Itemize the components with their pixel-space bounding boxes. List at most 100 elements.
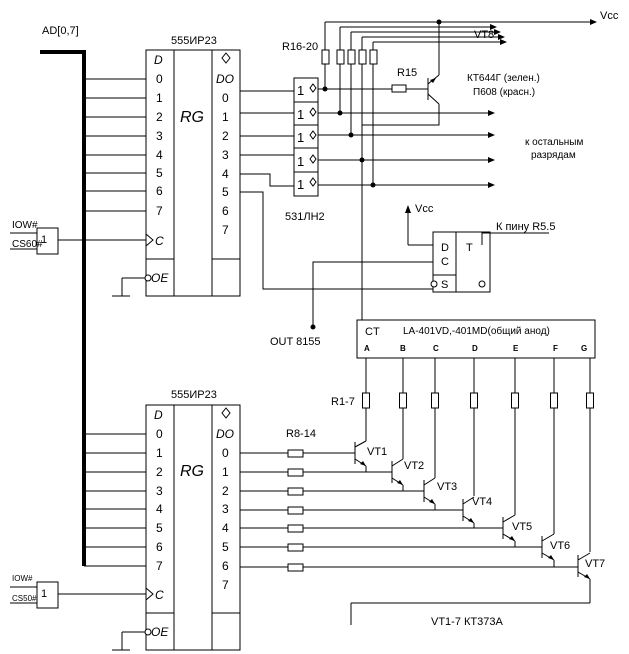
to-other-line1: к остальным	[525, 137, 583, 148]
bus-taps-top	[84, 78, 146, 212]
r1-7-resistors	[362, 392, 594, 409]
vcc-top-label: Vcc	[600, 10, 619, 22]
vt8-arrow-icon	[430, 78, 436, 83]
open-collector-icons	[309, 83, 317, 187]
top-register-title: 555ИР23	[171, 35, 217, 47]
top-register	[145, 49, 241, 297]
bottom-oe-label: OE	[151, 625, 169, 639]
svg-text:5: 5	[222, 185, 229, 199]
display-segments: A B C D E F G	[364, 344, 587, 353]
svg-text:1: 1	[222, 110, 229, 124]
svg-text:1: 1	[222, 465, 229, 479]
segment-wires	[365, 358, 591, 552]
svg-text:2: 2	[222, 484, 229, 498]
r8-14-label: R8-14	[286, 428, 316, 440]
vt8-transistor	[361, 22, 440, 320]
gate-bottom	[10, 581, 146, 609]
bus-taps-bottom	[84, 433, 146, 567]
transistor-type-label: VT1-7 КТ373А	[431, 616, 503, 628]
buffer-label: 531ЛН2	[285, 211, 325, 223]
r15-resistor	[391, 84, 407, 93]
top-rg-label: RG	[180, 109, 204, 126]
svg-text:1: 1	[297, 154, 304, 169]
svg-text:E: E	[513, 344, 519, 353]
gate-bottom-in2: CS50#	[12, 594, 37, 603]
svg-text:VT3: VT3	[437, 481, 457, 493]
svg-text:6: 6	[222, 204, 229, 218]
bottom-do-header: DO	[216, 427, 234, 441]
svg-text:3: 3	[156, 484, 163, 498]
bottom-register-inputs: 0 1 2 3 4 5 6 7	[156, 427, 163, 573]
display-ct: CT	[365, 326, 380, 338]
trigger-t: T	[466, 242, 473, 254]
clock-triangle-icon-bottom	[145, 587, 154, 601]
top-oe-label: OE	[151, 271, 169, 285]
svg-text:3: 3	[222, 148, 229, 162]
svg-text:1: 1	[297, 177, 304, 192]
top-do-header: DO	[216, 72, 234, 86]
vcc-trigger-label: Vcc	[415, 203, 434, 215]
svg-text:2: 2	[156, 110, 163, 124]
svg-text:5: 5	[156, 166, 163, 180]
svg-text:4: 4	[222, 167, 229, 181]
svg-text:3: 3	[156, 129, 163, 143]
diamond-icon	[221, 52, 231, 64]
r1-7-label: R1-7	[331, 396, 355, 408]
pin-label: К пину R5.5	[496, 221, 555, 233]
emitter-arrows	[360, 461, 590, 579]
bottom-register-to-resistors	[240, 452, 288, 568]
clock-triangle-icon	[145, 233, 154, 247]
r8-14-resistors	[287, 449, 304, 572]
vt8-name: VT8	[474, 29, 494, 41]
svg-text:1: 1	[156, 91, 163, 105]
vt3-transistor	[423, 477, 436, 505]
svg-text:7: 7	[222, 223, 229, 237]
gate-top-in1: IOW#	[12, 220, 38, 231]
to-other-line2: разрядам	[531, 150, 576, 161]
display-title: LA-401VD,-401MD(общий анод)	[403, 325, 550, 337]
svg-text:6: 6	[222, 559, 229, 573]
top-register-outputs: 0 1 2 3 4 5 6 7	[222, 91, 229, 237]
svg-text:2: 2	[222, 129, 229, 143]
svg-text:A: A	[364, 344, 370, 353]
trigger-out-inversion-icon	[478, 280, 486, 288]
resistor-to-base-wires	[303, 452, 578, 568]
top-d-header: D	[154, 53, 163, 67]
gate-bottom-in1: IOW#	[12, 574, 33, 583]
svg-text:7: 7	[156, 559, 163, 573]
out8155-wire	[312, 261, 433, 327]
svg-text:1: 1	[297, 130, 304, 145]
svg-text:0: 0	[156, 72, 163, 86]
svg-text:VT6: VT6	[550, 540, 570, 552]
out8155-junction	[310, 324, 316, 330]
bus-line	[40, 50, 86, 566]
buffer-cells: 1 1 1 1 1	[297, 83, 304, 192]
svg-text:3: 3	[222, 502, 229, 516]
vcc-rail	[324, 19, 597, 50]
bottom-rg-label: RG	[180, 463, 204, 480]
bottom-register-title: 555ИР23	[171, 389, 217, 401]
top-register-to-buffer	[240, 90, 433, 290]
top-c-label: C	[155, 234, 164, 248]
buffer-531ln2	[293, 77, 319, 197]
ground-symbol-top	[112, 277, 145, 297]
r16-20-resistors	[321, 49, 378, 65]
trigger-s: S	[441, 279, 448, 291]
svg-text:6: 6	[156, 540, 163, 554]
diamond-icon-bottom	[221, 407, 231, 419]
svg-text:G: G	[581, 344, 587, 353]
svg-text:7: 7	[156, 204, 163, 218]
svg-text:F: F	[553, 344, 558, 353]
vt1-transistor	[354, 440, 392, 473]
svg-text:4: 4	[222, 521, 229, 535]
trigger-d: D	[441, 242, 449, 254]
bottom-register	[145, 404, 241, 651]
bottom-register-outputs: 0 1 2 3 4 5 6 7	[222, 446, 229, 592]
svg-text:1: 1	[156, 446, 163, 460]
svg-text:4: 4	[156, 502, 163, 516]
ground-symbol-bottom	[112, 631, 145, 651]
gate-top-in2: CS60#	[12, 239, 43, 250]
svg-text:VT5: VT5	[512, 521, 532, 533]
bus-label: AD[0,7]	[42, 25, 79, 37]
